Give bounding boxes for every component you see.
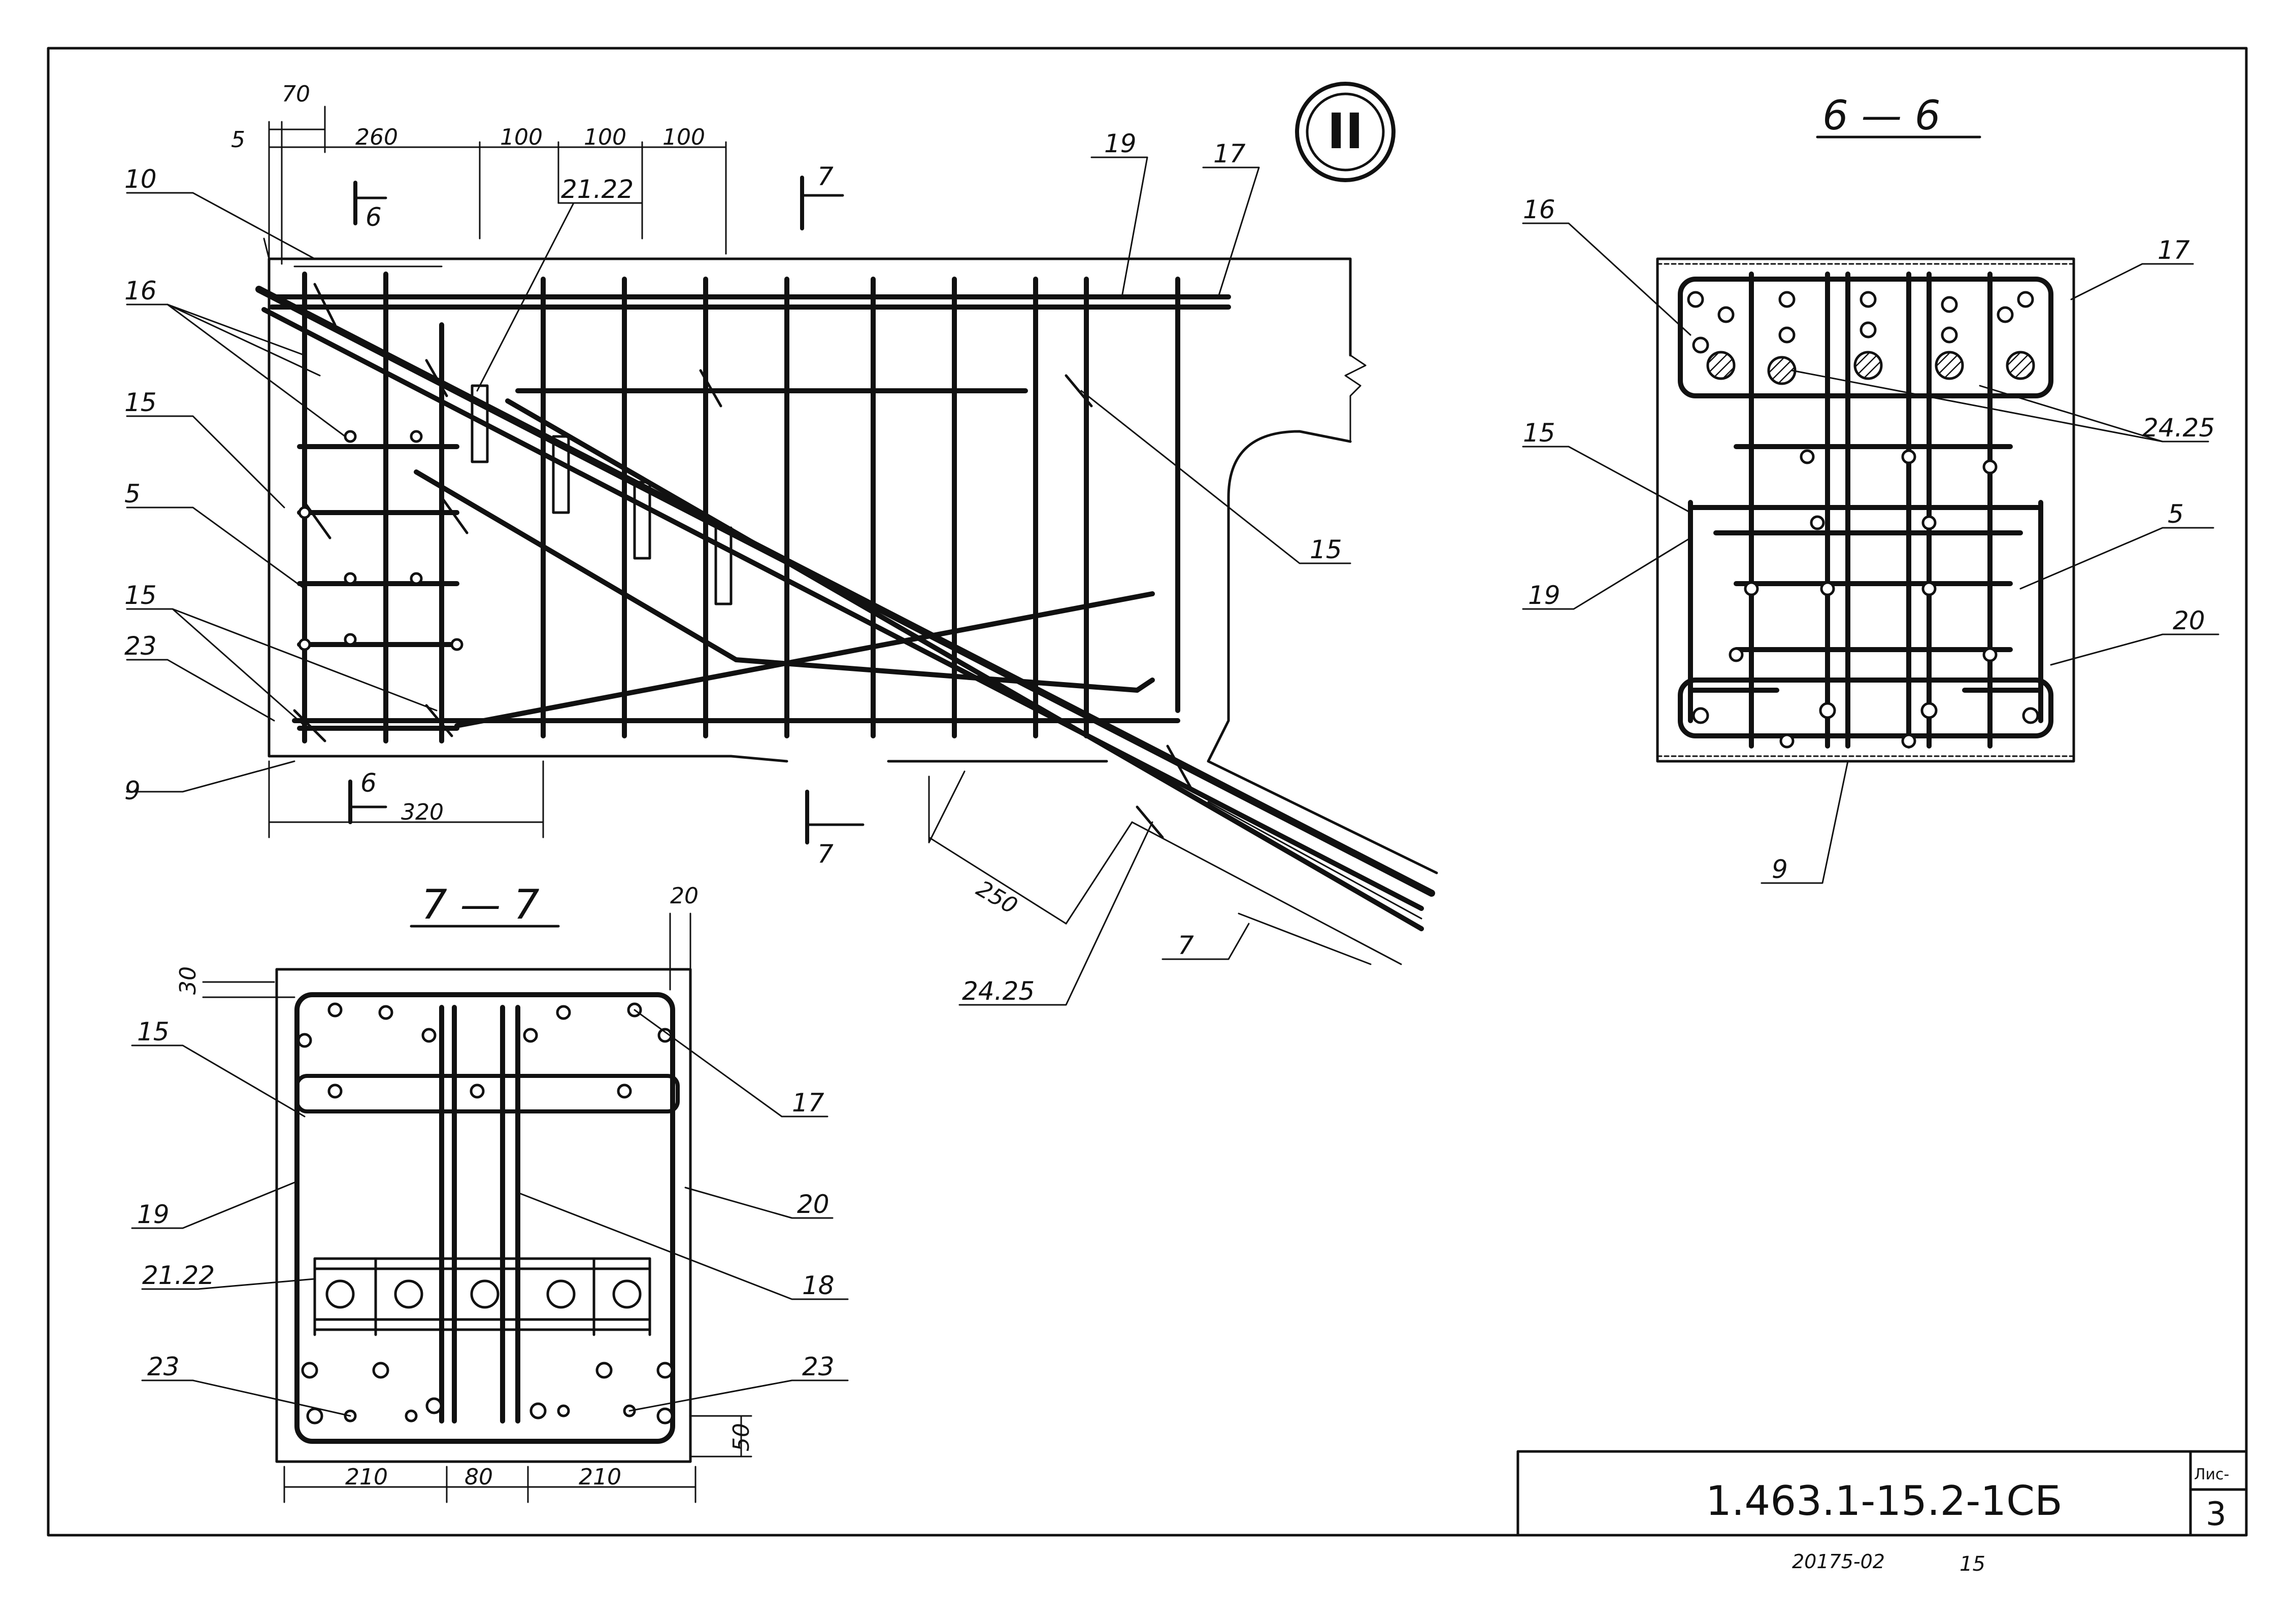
cut-mark-6-bottom: 6 [348, 768, 387, 824]
cut-mark-7-top: 7 [800, 162, 844, 230]
s7-dim-50: 50 [728, 1423, 754, 1451]
svg-text:II: II [1327, 103, 1363, 160]
dim-320: 320 [401, 799, 444, 825]
left-end-bars [298, 430, 463, 651]
section-7-outline [275, 968, 692, 1463]
s6-callout-9: 9 [1772, 855, 1788, 884]
callout-21-22: 21.22 [561, 175, 634, 204]
sheet-frame [47, 47, 2248, 1537]
callout-10: 10 [124, 164, 157, 194]
s7-dim-80: 80 [464, 1464, 493, 1490]
top-dimension-lines [268, 106, 727, 265]
section-6-6: 6 — 6 [1522, 92, 2219, 884]
callout-15-b: 15 [124, 581, 157, 610]
callout-5: 5 [124, 479, 141, 509]
section-7-bars [297, 1002, 674, 1425]
s6-callout-16: 16 [1523, 195, 1555, 224]
s7-dim-20: 20 [670, 883, 699, 909]
s7-callout-18: 18 [802, 1271, 835, 1300]
dim-260: 260 [355, 124, 398, 150]
s6-callout-5: 5 [2168, 499, 2184, 529]
s7-dim-210-a: 210 [345, 1464, 388, 1490]
s7-callout-17: 17 [792, 1088, 824, 1118]
section-6-bars [1687, 291, 2039, 749]
right-leaders [476, 156, 1351, 1006]
callout-24-25: 24.25 [962, 976, 1035, 1006]
s6-callout-15: 15 [1523, 418, 1555, 448]
callout-7: 7 [1178, 931, 1194, 960]
callout-23: 23 [124, 631, 157, 661]
bottom-dimension-lines [268, 760, 1133, 925]
dim-70: 70 [282, 81, 310, 107]
inclined-bars [255, 286, 1435, 931]
left-leaders [126, 192, 438, 793]
sheet-number: 3 [2206, 1496, 2227, 1533]
dim-100-b: 100 [584, 124, 626, 150]
dim-100-c: 100 [662, 124, 705, 150]
svg-text:6: 6 [366, 202, 382, 232]
sheet-label: Лис- [2194, 1466, 2229, 1483]
s7-callout-23-a: 23 [147, 1352, 180, 1381]
inventory-number: 20175-02 [1792, 1550, 1885, 1573]
callout-15-a: 15 [124, 388, 157, 417]
dim-5: 5 [231, 127, 245, 153]
dim-250: 250 [972, 875, 1022, 919]
section-7-7: 7 — 7 [131, 881, 849, 1503]
stirrups [541, 277, 1180, 738]
s6-callout-19: 19 [1528, 581, 1561, 610]
s7-callout-15: 15 [137, 1017, 170, 1046]
drawing-code: 1.463.1-15.2-1СБ [1706, 1477, 2063, 1525]
callout-15-c: 15 [1310, 535, 1342, 564]
cut-mark-7-bottom: 7 [805, 790, 865, 869]
s7-callout-19: 19 [137, 1200, 170, 1229]
s7-callout-20: 20 [797, 1190, 829, 1219]
section-7-title: 7 — 7 [421, 881, 540, 928]
s7-dim-30: 30 [175, 966, 201, 995]
callout-17: 17 [1213, 139, 1246, 168]
s6-callout-24-25: 24.25 [2142, 413, 2215, 443]
section-6-outline [1656, 257, 2075, 763]
cut-mark-6-top: 6 [353, 181, 387, 232]
main-view-outline [268, 257, 1438, 874]
main-view-break [1344, 354, 1367, 443]
callout-16: 16 [124, 276, 157, 306]
svg-text:7: 7 [817, 162, 834, 191]
s7-dim-210-b: 210 [579, 1464, 621, 1490]
main-view: 70 5 260 100 100 100 320 250 6 7 [124, 81, 1438, 1006]
detail-mark: II [1295, 82, 1396, 182]
title-block: 1.463.1-15.2-1СБ Лис- 3 20175-02 15 [1516, 1450, 2248, 1576]
dim-100-a: 100 [500, 124, 543, 150]
section-7-plate [313, 1257, 651, 1336]
s6-callout-17: 17 [2158, 235, 2190, 265]
section-6-title: 6 — 6 [1822, 92, 1941, 139]
page-number: 15 [1960, 1552, 1985, 1576]
callout-19: 19 [1104, 129, 1137, 158]
s7-callout-21-22: 21.22 [142, 1261, 215, 1290]
callout-9: 9 [124, 776, 141, 805]
s6-callout-20: 20 [2173, 606, 2205, 635]
svg-text:7: 7 [817, 839, 834, 869]
s7-callout-23-b: 23 [802, 1352, 835, 1381]
svg-text:6: 6 [360, 768, 377, 798]
